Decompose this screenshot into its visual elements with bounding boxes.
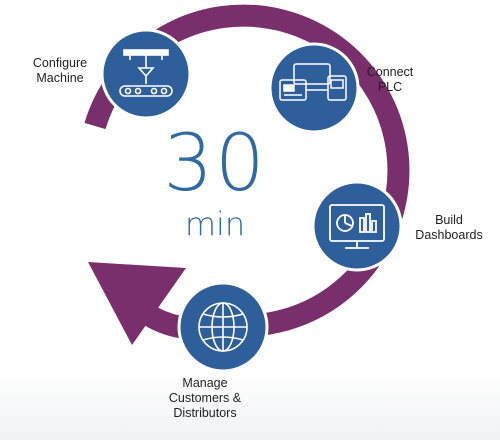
step-connect-plc xyxy=(268,42,360,134)
plc-icon xyxy=(279,63,347,101)
step-manage-customers xyxy=(177,281,269,373)
time-unit: min xyxy=(184,205,246,243)
label-connect-plc: Connect PLC xyxy=(366,65,414,94)
label-manage-customers: Manage Customers & Distributors xyxy=(168,376,242,420)
dashboard-icon xyxy=(329,204,385,249)
label-configure-machine: Configure Machine xyxy=(32,56,88,85)
step-configure-machine xyxy=(100,28,192,120)
label-build-dashboards: Build Dashboards xyxy=(415,213,483,242)
time-value: 30 xyxy=(163,119,267,209)
machine-icon xyxy=(119,49,173,97)
bottom-fade xyxy=(0,370,500,440)
cycle-arrowhead xyxy=(88,262,186,345)
globe-icon xyxy=(198,302,248,352)
step-build-dashboards xyxy=(311,180,403,272)
